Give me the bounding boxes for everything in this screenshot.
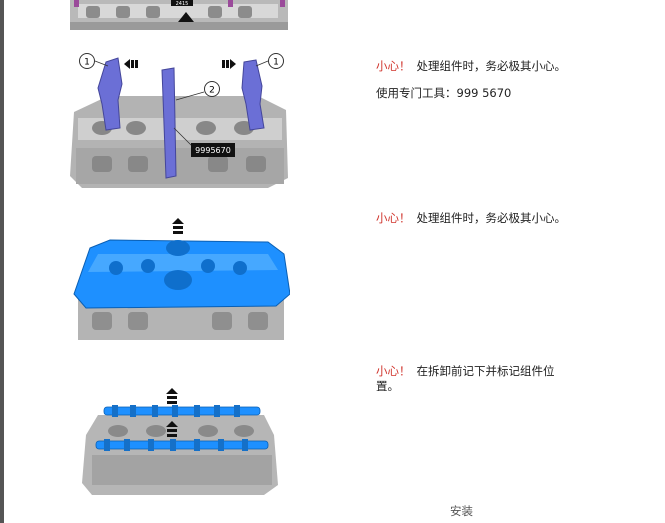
step-2-caution-line: 小心！ 处理组件时，务必极其小心。 [376, 211, 576, 226]
step-1-text-block: 小心！ 处理组件时，务必极其小心。 使用专门工具：999 5670 [376, 59, 576, 101]
step-1-caution-line: 小心！ 处理组件时，务必极其小心。 [376, 59, 576, 74]
callout-1-left: 1 [84, 58, 90, 68]
caution-text: 在拆卸前记下并标记组件位置。 [376, 364, 555, 393]
figure-label: 2415 [176, 1, 189, 7]
caution-label: 小心！ [376, 211, 411, 225]
caution-text: 处理组件时，务必极其小心。 [416, 59, 567, 73]
callout-2: 2 [209, 86, 215, 96]
page-left-border [0, 0, 4, 523]
callout-1-right: 1 [273, 58, 279, 68]
caution-text: 处理组件时，务必极其小心。 [416, 211, 567, 225]
step-3-text-block: 小心！在拆卸前记下并标记组件位置。 [376, 364, 566, 394]
figure-engine-partial: 2415 [68, 0, 290, 34]
section-heading-install: 安装 [450, 504, 473, 518]
figure-camshafts [68, 355, 290, 495]
figure-special-tool: 1 1 2 9995670 [68, 48, 290, 188]
tool-label: 9995670 [195, 146, 231, 155]
figure-valve-cover [68, 200, 290, 340]
special-tool-line: 使用专门工具：999 5670 [376, 86, 576, 101]
caution-label: 小心！ [376, 364, 411, 378]
special-tool-number: 999 5670 [456, 86, 512, 100]
special-tool-prefix: 使用专门工具： [376, 86, 457, 100]
caution-label: 小心！ [376, 59, 411, 73]
step-3-caution-line: 小心！在拆卸前记下并标记组件位置。 [376, 364, 566, 394]
step-2-text-block: 小心！ 处理组件时，务必极其小心。 [376, 211, 576, 226]
